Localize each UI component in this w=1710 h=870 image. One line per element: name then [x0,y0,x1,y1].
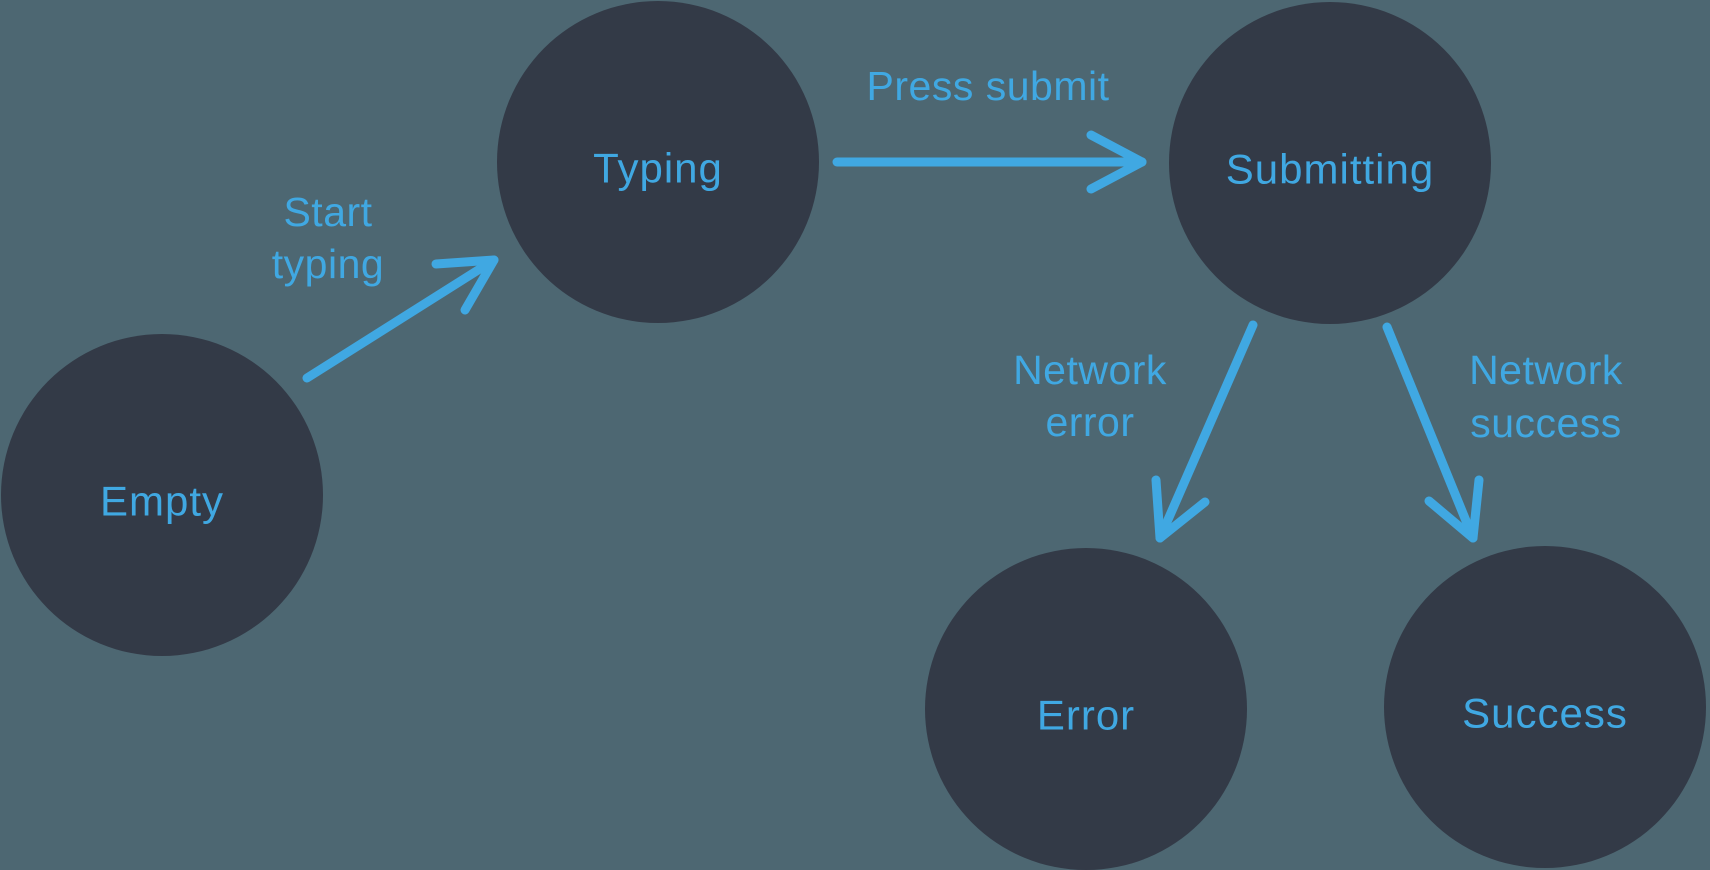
state-node-submitting: Submitting [1169,2,1491,324]
edge-label-start-typing-line2: typing [272,241,384,287]
state-node-success-circle [1384,546,1706,868]
edge-press-submit: Press submit [832,63,1147,194]
state-node-success: Success [1384,546,1706,868]
edge-label-network-success-line1: Network [1469,347,1623,393]
edge-network-success: Network success [1382,322,1623,543]
edge-label-start-typing-line1: Start [283,189,372,235]
edge-label-network-success-line2: success [1470,400,1622,446]
edge-network-error: Network error [1013,320,1258,543]
state-node-error-circle [925,548,1247,870]
edge-network-error-shaft [1155,320,1258,543]
edge-network-success-arrowhead-icon [1424,475,1484,543]
state-node-empty: Empty [1,334,323,656]
edge-label-network-error-line1: Network [1013,347,1167,393]
edge-start-typing: Start typing [272,189,499,383]
edge-start-typing-arrowhead-icon [431,255,499,315]
edge-network-success-shaft [1382,322,1478,543]
state-node-error-label: Error [1037,692,1135,739]
state-node-submitting-label: Submitting [1226,146,1434,193]
state-node-empty-label: Empty [100,478,224,525]
state-node-error: Error [925,548,1247,870]
state-node-typing-circle [497,1,819,323]
edge-label-network-error-line2: error [1045,399,1134,445]
state-node-typing-label: Typing [593,145,723,192]
edge-press-submit-arrowhead-icon [1086,130,1147,194]
state-node-success-label: Success [1462,690,1628,737]
state-node-submitting-circle [1169,2,1491,324]
edge-start-typing-shaft [302,255,499,383]
state-node-typing: Typing [497,1,819,323]
state-node-empty-circle [1,334,323,656]
edge-label-press-submit: Press submit [867,63,1110,109]
edge-network-error-arrowhead-icon [1151,475,1210,543]
